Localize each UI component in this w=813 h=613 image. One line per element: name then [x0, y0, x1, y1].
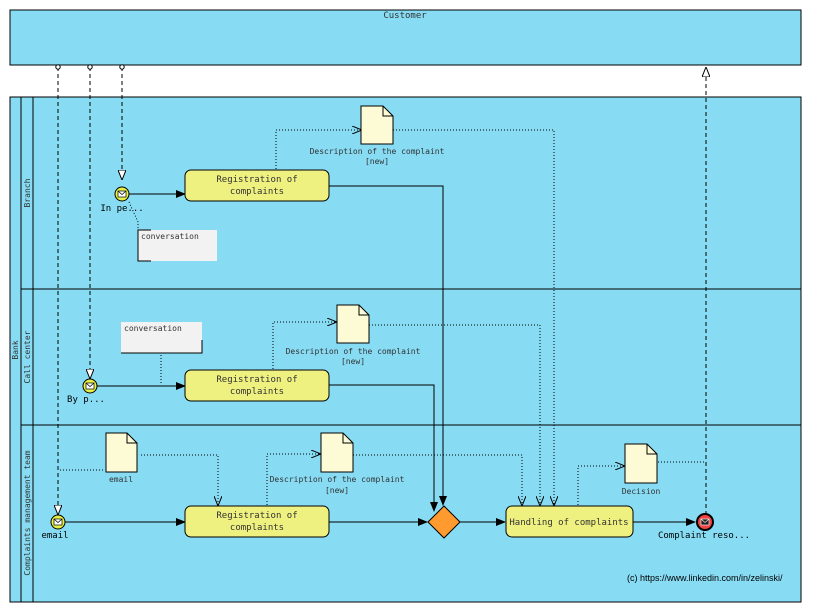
svg-text:complaints: complaints	[230, 387, 284, 397]
task-branch-registration[interactable]: Registration of complaints	[184, 169, 330, 202]
svg-text:Description of the complaint: Description of the complaint	[270, 475, 405, 484]
svg-text:[new]: [new]	[325, 486, 349, 495]
svg-text:Handling of complaints: Handling of complaints	[509, 518, 628, 528]
svg-text:Decision: Decision	[622, 487, 661, 496]
svg-text:By p...: By p...	[67, 395, 105, 405]
lane-dividers	[21, 97, 801, 602]
data-object-callcenter-description[interactable]: Description of the complaint [new]	[286, 304, 421, 366]
svg-text:Registration of: Registration of	[216, 511, 297, 521]
annotation-branch-conversation[interactable]: conversation	[137, 229, 217, 262]
customer-pool-label: Customer	[383, 11, 427, 21]
start-event-email[interactable]: email	[41, 514, 69, 541]
svg-text:[new]: [new]	[341, 357, 365, 366]
copyright-text: (c) https://www.linkedin.com/in/zelinski…	[627, 573, 783, 583]
svg-text:conversation: conversation	[124, 324, 182, 333]
start-event-by-phone[interactable]: By p...	[67, 378, 105, 405]
svg-text:email: email	[41, 531, 68, 541]
envelope-icon	[53, 518, 63, 526]
task-team-registration[interactable]: Registration of complaints	[184, 505, 330, 538]
svg-text:Registration of: Registration of	[216, 375, 297, 385]
sequence-flows	[65, 185, 696, 526]
envelope-icon	[85, 382, 95, 390]
data-object-branch-description[interactable]: Description of the complaint [new]	[310, 105, 445, 166]
exclusive-gateway[interactable]	[427, 505, 461, 539]
svg-text:Description of the complaint: Description of the complaint	[310, 147, 445, 156]
svg-text:[new]: [new]	[365, 157, 389, 166]
message-flows	[58, 67, 706, 515]
bank-pool-label: Bank	[11, 340, 20, 359]
start-event-in-person[interactable]: In pe...	[100, 186, 144, 214]
data-object-decision[interactable]: Decision	[622, 443, 661, 496]
svg-text:In pe...: In pe...	[100, 204, 143, 214]
svg-text:email: email	[109, 475, 133, 484]
lane-branch-label: Branch	[23, 178, 32, 207]
lane-complaints-team-label: Complaints management team	[23, 450, 32, 575]
svg-text:complaints: complaints	[230, 187, 284, 197]
svg-text:Complaint reso...: Complaint reso...	[658, 531, 750, 541]
associations	[60, 130, 706, 505]
svg-text:complaints: complaints	[230, 523, 284, 533]
lane-call-center-label: Call center	[23, 330, 32, 383]
task-handling[interactable]: Handling of complaints	[505, 505, 634, 538]
task-callcenter-registration[interactable]: Registration of complaints	[184, 369, 330, 402]
svg-text:conversation: conversation	[141, 232, 199, 241]
envelope-icon	[117, 190, 127, 198]
data-object-team-description[interactable]: Description of the complaint [new]	[270, 432, 405, 495]
data-object-email[interactable]: email	[105, 432, 138, 484]
svg-text:Registration of: Registration of	[216, 175, 297, 185]
customer-pool[interactable]: Customer	[9, 9, 802, 66]
envelope-icon	[700, 518, 710, 526]
end-event-complaint-resolved[interactable]: Complaint reso...	[658, 513, 750, 541]
svg-text:Description of the complaint: Description of the complaint	[286, 347, 421, 356]
annotation-callcenter-conversation[interactable]: conversation	[121, 322, 203, 354]
